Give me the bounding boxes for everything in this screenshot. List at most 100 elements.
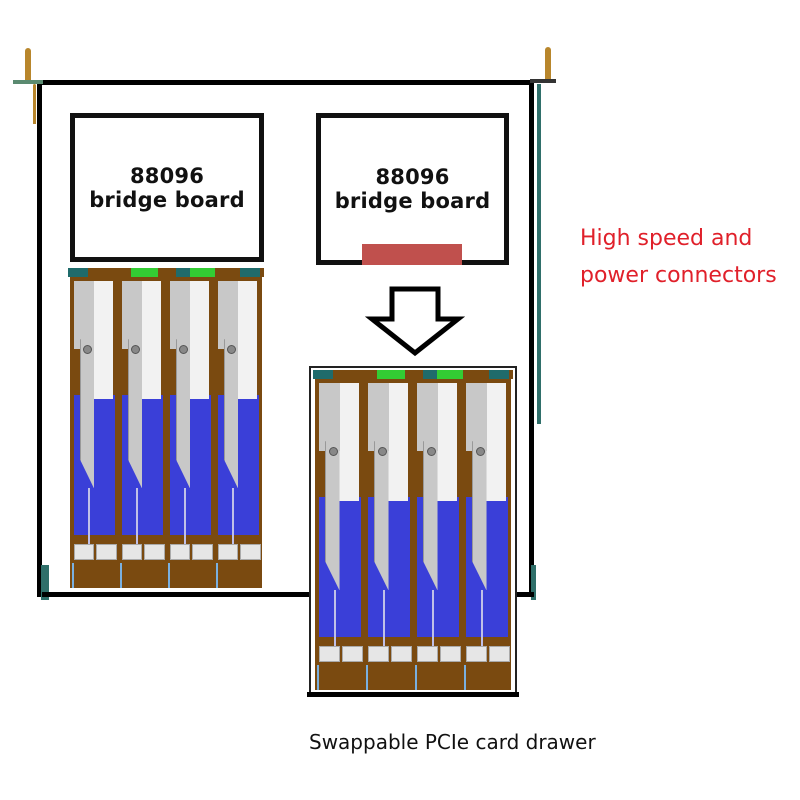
card-ejector-rod <box>184 488 187 551</box>
thumbscrew-icon <box>179 345 189 355</box>
card-edge-connector <box>72 563 118 588</box>
card-handle-arm <box>324 441 340 591</box>
bridge-board-number: 88096 <box>129 163 205 188</box>
latch-teal <box>489 370 509 379</box>
latch-teal <box>175 268 190 277</box>
pcie-card[interactable] <box>118 277 166 588</box>
pcie-card[interactable] <box>70 277 118 588</box>
annotation-line-1: High speed and <box>580 226 753 251</box>
pcie-card[interactable] <box>166 277 214 588</box>
down-arrow-icon <box>365 286 465 357</box>
card-label-plate <box>73 544 95 561</box>
card-label-plate <box>416 646 438 663</box>
card-edge-connector <box>216 563 262 588</box>
card-label-plate <box>318 646 340 663</box>
annotation-line-2: power connectors <box>580 263 777 288</box>
chassis-bottom-edge <box>42 592 534 597</box>
card-edge-connector <box>120 563 166 588</box>
thumbscrew-icon <box>426 447 436 457</box>
card-label-plate <box>439 646 461 663</box>
thumbscrew-icon <box>227 345 237 355</box>
card-handle-arm <box>471 441 487 591</box>
card-bracket-white <box>91 281 114 400</box>
card-label-plate <box>390 646 412 663</box>
thumbscrew-icon <box>83 345 93 355</box>
card-ejector-rod <box>136 488 139 551</box>
drawer-top-strip <box>68 268 264 277</box>
card-ejector-rod <box>88 488 91 551</box>
chassis-left-foot <box>41 565 49 600</box>
card-label-plate <box>169 544 191 561</box>
card-label-plate <box>144 544 165 561</box>
swappable-card-drawer[interactable] <box>309 366 517 696</box>
pcie-card[interactable] <box>364 379 413 690</box>
status-led-green <box>377 370 405 379</box>
card-handle-arm <box>223 339 239 489</box>
thumbscrew-icon <box>377 447 387 457</box>
mounting-pin-left <box>33 84 36 124</box>
card-handle[interactable] <box>319 383 340 452</box>
drawer-bottom-edge <box>307 692 519 697</box>
card-handle-arm <box>373 441 389 591</box>
card-bracket-white <box>435 383 458 502</box>
mounting-bracket-left <box>13 80 43 84</box>
card-label-plate <box>367 646 389 663</box>
card-label-plate <box>341 646 363 663</box>
card-edge-connector <box>464 665 511 690</box>
latch-teal <box>68 268 88 277</box>
card-edge-connector <box>168 563 214 588</box>
card-handle[interactable] <box>417 383 438 452</box>
status-led-green <box>189 268 215 277</box>
card-handle[interactable] <box>74 281 95 350</box>
card-handle[interactable] <box>122 281 143 350</box>
pcie-card[interactable] <box>462 379 511 690</box>
card-ejector-rod <box>431 590 434 653</box>
card-bracket-white <box>386 383 409 502</box>
card-handle[interactable] <box>466 383 487 452</box>
latch-teal <box>423 370 437 379</box>
card-bracket-white <box>484 383 507 502</box>
connectors-annotation: High speed and power connectors <box>580 220 777 294</box>
status-led-green <box>437 370 463 379</box>
chassis-right-rail <box>537 84 541 424</box>
mounting-bracket-right <box>530 79 556 83</box>
thumbscrew-icon <box>475 447 485 457</box>
mounting-post-left <box>25 48 31 84</box>
mounting-post-right <box>545 47 551 83</box>
card-label-plate <box>192 544 213 561</box>
latch-teal <box>313 370 333 379</box>
card-handle-arm <box>175 339 191 489</box>
card-edge-connector <box>317 665 364 690</box>
card-ejector-rod <box>480 590 483 653</box>
card-label-plate <box>96 544 117 561</box>
card-bracket-white <box>235 281 258 400</box>
bridge-board-left: 88096 bridge board <box>70 113 264 262</box>
bridge-board-label: bridge board <box>89 187 245 212</box>
bridge-board-right: 88096 bridge board <box>316 113 509 265</box>
pcie-card[interactable] <box>315 379 364 690</box>
card-ejector-rod <box>232 488 235 551</box>
bridge-board-number: 88096 <box>375 165 450 189</box>
drawer-top-strip <box>313 370 513 379</box>
pcie-card[interactable] <box>214 277 262 588</box>
card-handle-arm <box>79 339 95 489</box>
thumbscrew-icon <box>131 345 141 355</box>
card-label-plate <box>217 544 239 561</box>
bridge-board-label: bridge board <box>334 189 491 213</box>
card-label-plate <box>465 646 487 663</box>
card-handle[interactable] <box>170 281 191 350</box>
pcie-card[interactable] <box>413 379 462 690</box>
card-edge-connector <box>366 665 413 690</box>
card-ejector-rod <box>333 590 336 653</box>
card-bracket-white <box>139 281 162 400</box>
card-label-plate <box>488 646 510 663</box>
card-handle[interactable] <box>218 281 239 350</box>
card-edge-connector <box>415 665 462 690</box>
card-ejector-rod <box>382 590 385 653</box>
latch-teal <box>240 268 261 277</box>
chassis-right-foot <box>531 565 536 600</box>
card-bracket-white <box>337 383 360 502</box>
high-speed-power-connector <box>362 244 462 265</box>
card-handle[interactable] <box>368 383 389 452</box>
thumbscrew-icon <box>328 447 338 457</box>
